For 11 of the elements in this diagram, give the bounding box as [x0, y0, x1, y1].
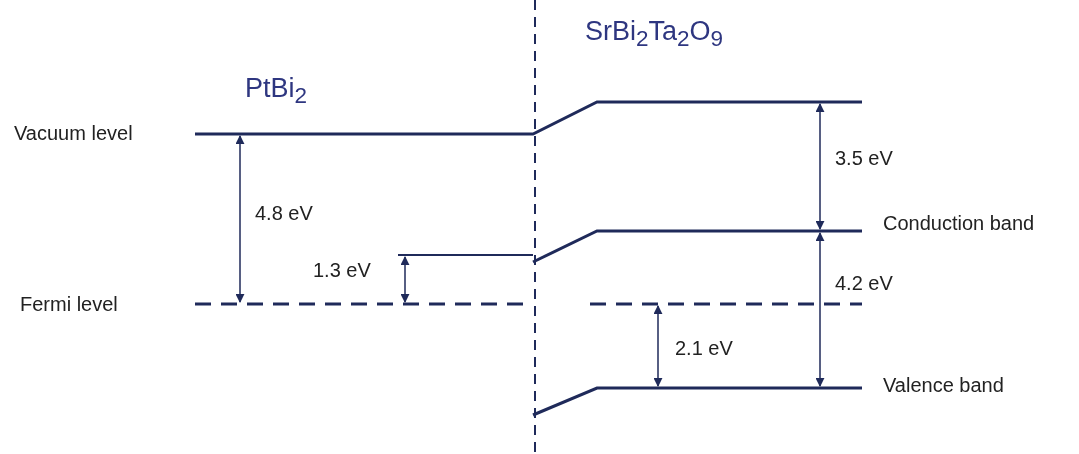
energy-value: 4.8 eV [255, 201, 313, 225]
energy-value: 4.2 eV [835, 271, 893, 295]
level-label: Fermi level [20, 292, 118, 316]
energy-value: 2.1 eV [675, 336, 733, 360]
energy-value: 1.3 eV [313, 258, 371, 282]
level-label: Vacuum level [14, 121, 133, 145]
energy-value: 3.5 eV [835, 146, 893, 170]
level-label: Valence band [883, 373, 1004, 397]
level-label: Conduction band [883, 211, 1035, 235]
material-heading: PtBi$_{2}$ [245, 72, 308, 111]
material-heading: SrBi$_{2}$Ta$_{2}$O$_{9}$ [585, 15, 724, 54]
